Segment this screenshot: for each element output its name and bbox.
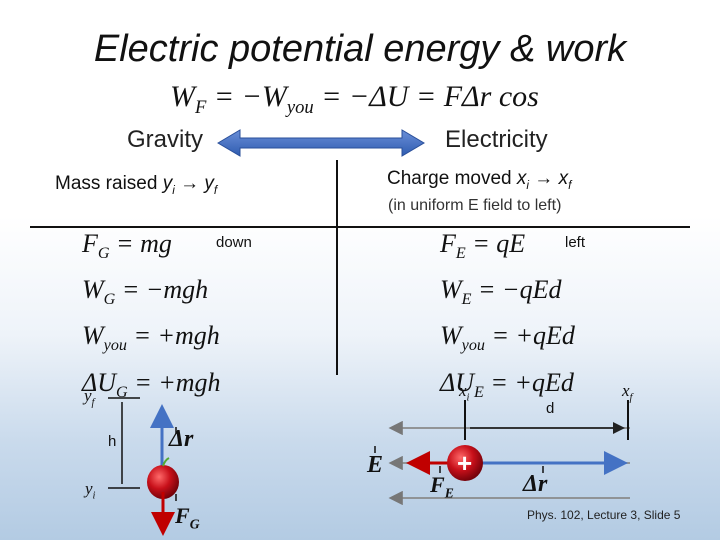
yi-label: yi [85,479,96,502]
xf-label: xf [622,381,633,404]
eq-fg: FG = mg [82,229,172,263]
eq-wyou-left: Wyou = +mgh [82,321,220,355]
top-equation: WF = −Wyou = −ΔU = FΔr cos [170,80,539,118]
h-label: h [108,433,117,450]
eq-wyou-right: Wyou = +qEd [440,321,575,355]
fe-label: FE [430,472,454,501]
gravity-header: Gravity [127,126,204,153]
charge-label: + [457,448,473,478]
right-equations: FE = qE WE = −qEd Wyou = +qEd ΔUE = +qEd [440,226,575,411]
eq-fe: FE = qE [440,229,526,263]
apple-icon [147,457,179,499]
slide-title: Electric potential energy & work [93,28,627,70]
right-subtitle-2: (in uniform E field to left) [388,197,562,214]
right-subtitle: Charge moved xi → xf [387,168,572,192]
left-direction-label: down [216,234,252,251]
left-dr-label: Δr [169,426,194,452]
e-field-label: E [367,452,384,478]
eq-wg: WG = −mgh [82,275,209,309]
left-subtitle: Mass raised yi → yf [55,173,218,197]
eq-due: ΔUE = +qEd [440,367,574,401]
d-label: d [546,400,555,417]
double-arrow-icon [217,129,425,157]
footer-text: Phys. 102, Lecture 3, Slide 5 [527,508,681,522]
xi-label: xi [459,381,470,404]
right-dr-label: Δr [523,471,548,497]
yf-label: yf [84,386,95,409]
eq-dug: ΔUG = +mgh [82,367,221,401]
eq-we: WE = −qEd [440,275,562,309]
right-direction-label: left [565,234,586,251]
electricity-header: Electricity [445,126,548,153]
fg-label: FG [175,503,200,532]
positive-charge-icon [447,445,483,481]
left-equations: FG = mg WG = −mgh Wyou = +mgh ΔUG = +mgh [82,226,221,411]
